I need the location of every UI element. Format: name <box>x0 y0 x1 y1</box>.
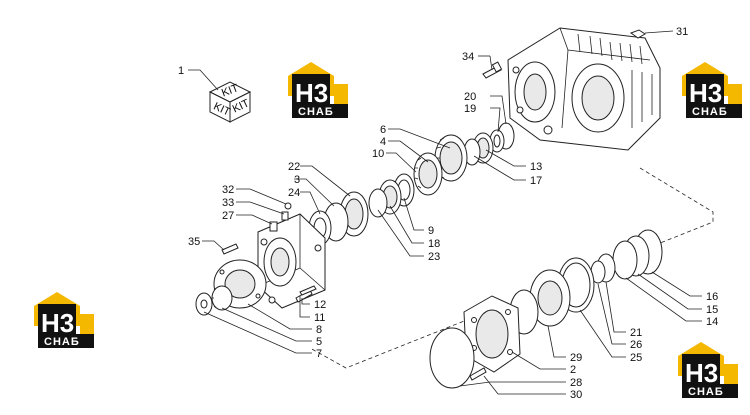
flange-2 <box>463 295 521 373</box>
part-label-10: 10 <box>372 148 384 160</box>
fittings-32-33-27 <box>269 202 292 232</box>
brand-logo-top-right: H3 СНАБ <box>682 62 742 118</box>
part-label-34: 34 <box>462 51 474 63</box>
gear-4-10 <box>413 152 443 196</box>
part-label-6: 6 <box>380 124 386 136</box>
gear-6 <box>434 134 468 182</box>
logo-text-top: H3 <box>689 78 722 108</box>
logo-text-bottom: СНАБ <box>44 336 80 348</box>
part-label-7: 7 <box>316 348 322 360</box>
part-label-26: 26 <box>630 339 642 351</box>
part-label-22: 22 <box>288 161 300 173</box>
front-housing <box>257 213 326 309</box>
logo-text-top: H3 <box>295 78 328 108</box>
logo-text-bottom: СНАБ <box>298 106 334 118</box>
logo-text-bottom: СНАБ <box>688 386 724 398</box>
part-label-16: 16 <box>706 291 718 303</box>
part-label-21: 21 <box>630 327 642 339</box>
brand-logo-top-left: H3 СНАБ <box>288 62 348 118</box>
logo-text-bottom: СНАБ <box>692 106 728 118</box>
logo-text-top: H3 <box>41 308 74 338</box>
part-label-31: 31 <box>676 26 688 38</box>
part-label-24: 24 <box>288 187 300 199</box>
kit-text-top: KIT <box>220 82 240 99</box>
pinion-5 <box>211 285 233 311</box>
part-label-25: 25 <box>630 352 642 364</box>
part-label-3: 3 <box>294 174 300 186</box>
part-label-15: 15 <box>706 304 718 316</box>
part-label-1: 1 <box>178 65 184 77</box>
rings-16-15-14 <box>612 229 663 280</box>
bolt-34 <box>478 55 503 79</box>
part-label-9: 9 <box>428 225 434 237</box>
brand-logo-bottom-right: H3 СНАБ <box>678 342 738 398</box>
part-label-8: 8 <box>316 324 322 336</box>
part-label-20: 20 <box>464 91 476 103</box>
part-label-35: 35 <box>188 236 200 248</box>
kit-cube: KIT KIT KIT <box>208 81 252 123</box>
part-label-33: 33 <box>222 197 234 209</box>
part-label-32: 32 <box>222 184 234 196</box>
part-label-29: 29 <box>570 352 582 364</box>
brand-logo-bottom-left: H3 СНАБ <box>34 292 94 348</box>
bearing-13-17 <box>463 132 494 166</box>
part-label-12: 12 <box>314 299 326 311</box>
part-label-13: 13 <box>530 161 542 173</box>
part-label-4: 4 <box>380 136 386 148</box>
gearbox-housing <box>507 27 661 151</box>
bolt-35 <box>221 243 239 255</box>
washer-7 <box>195 292 213 316</box>
part-label-27: 27 <box>222 210 234 222</box>
logo-text-top: H3 <box>685 358 718 388</box>
part-label-2: 2 <box>570 364 576 376</box>
part-label-11: 11 <box>314 312 325 324</box>
part-label-5: 5 <box>316 336 322 348</box>
part-label-17: 17 <box>530 175 542 187</box>
part-label-14: 14 <box>706 316 718 328</box>
bolt-30 <box>469 367 487 381</box>
ring-20-19 <box>489 122 515 153</box>
oring-28 <box>429 327 475 389</box>
part-label-18: 18 <box>428 238 440 250</box>
plug-31 <box>629 29 674 39</box>
part-numbers: 1 2 3 4 5 6 7 8 9 10 11 12 13 14 15 16 1… <box>178 26 718 401</box>
rings-9-18-23 <box>368 173 415 218</box>
leader-lines <box>188 69 702 395</box>
rings-21-26 <box>590 253 616 284</box>
part-label-28: 28 <box>570 377 582 389</box>
part-label-23: 23 <box>428 251 440 263</box>
assembly-boundary <box>309 167 714 369</box>
part-label-30: 30 <box>570 389 582 401</box>
part-label-19: 19 <box>464 103 476 115</box>
